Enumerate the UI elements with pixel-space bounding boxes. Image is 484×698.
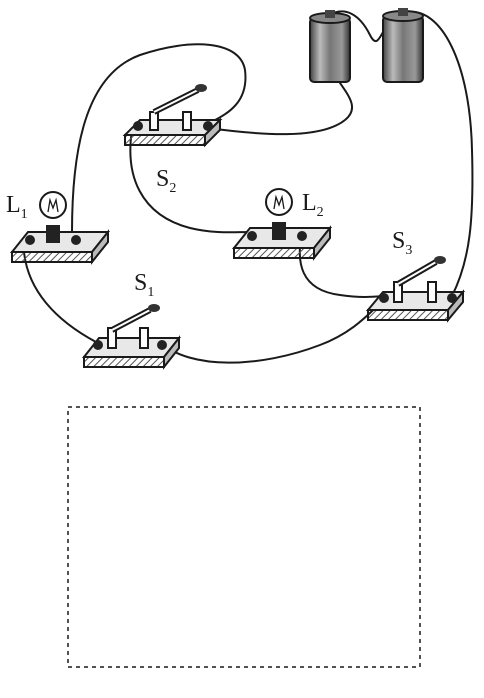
label-s2: S2	[156, 166, 176, 196]
battery-cell-left	[309, 10, 351, 83]
label-l2: L2	[302, 190, 324, 220]
wire-lamp1-to-s1	[23, 251, 97, 343]
lamp-l1	[9, 191, 111, 265]
switch-s3	[365, 256, 466, 323]
wire-s2-to-battery	[207, 79, 354, 136]
wire-s2-to-lamp2	[129, 129, 251, 234]
wire-battery-to-s3	[407, 10, 474, 297]
wire-lamp1-to-s2	[71, 43, 247, 233]
switch-s2	[122, 84, 223, 148]
lamp-l2	[231, 188, 333, 261]
label-s3: S3	[392, 228, 412, 258]
label-l1: L1	[6, 192, 28, 222]
label-s1: S1	[134, 270, 154, 300]
answer-box	[67, 406, 421, 668]
wire-s1-to-s3	[159, 299, 385, 364]
battery-cell-right	[382, 8, 424, 83]
battery	[309, 8, 424, 83]
switch-s1	[81, 304, 182, 370]
